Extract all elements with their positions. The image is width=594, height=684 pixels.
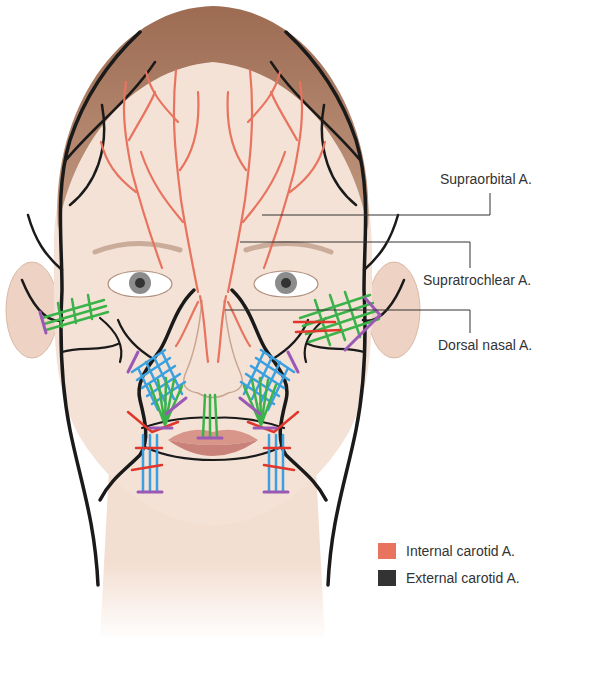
leader-line [225, 310, 470, 333]
facial-branches [62, 318, 213, 460]
legend-row: External carotid A. [378, 570, 520, 586]
internal-carotid-branches [218, 70, 325, 362]
red-hatch [128, 412, 178, 470]
green-hatch [42, 295, 108, 330]
eyebrows [95, 243, 331, 252]
facial-artery [100, 290, 194, 500]
left-ear [6, 262, 58, 358]
injection-zones [40, 292, 380, 492]
leader-line [262, 193, 490, 215]
iris [275, 272, 297, 294]
pupil [281, 278, 291, 288]
artery-label: Supraorbital A. [440, 171, 532, 187]
iris [129, 272, 151, 294]
legend-text: Internal carotid A. [406, 543, 515, 559]
external-carotid-branches [213, 32, 404, 585]
eyes [108, 271, 318, 297]
artery-label: Supratrochlear A. [423, 272, 531, 288]
eye-white [108, 271, 172, 297]
leader-line [240, 242, 470, 268]
pupil [135, 278, 145, 288]
artery-label: Dorsal nasal A. [438, 337, 532, 353]
internal-carotid-branches [101, 70, 208, 362]
purple-mark [128, 352, 186, 492]
nasolabial-zone [240, 350, 298, 492]
leader-lines [225, 193, 490, 333]
legend-swatch [378, 570, 396, 586]
external-carotid-branches [22, 32, 213, 585]
green-hatch [150, 378, 182, 425]
supraorbital-artery [101, 82, 162, 268]
lower-lip [168, 440, 258, 456]
green-hatch [203, 395, 217, 436]
dorsal-nasal-artery [176, 296, 208, 362]
purple-mark [345, 298, 380, 350]
legend-text: External carotid A. [406, 570, 520, 586]
red-hatch [294, 322, 340, 332]
nasolabial-zone [128, 350, 186, 492]
legend-row: Internal carotid A. [378, 543, 515, 559]
purple-mark [198, 437, 222, 440]
purple-mark [40, 312, 46, 333]
eye-white [254, 271, 318, 297]
legend-swatch [378, 543, 396, 559]
